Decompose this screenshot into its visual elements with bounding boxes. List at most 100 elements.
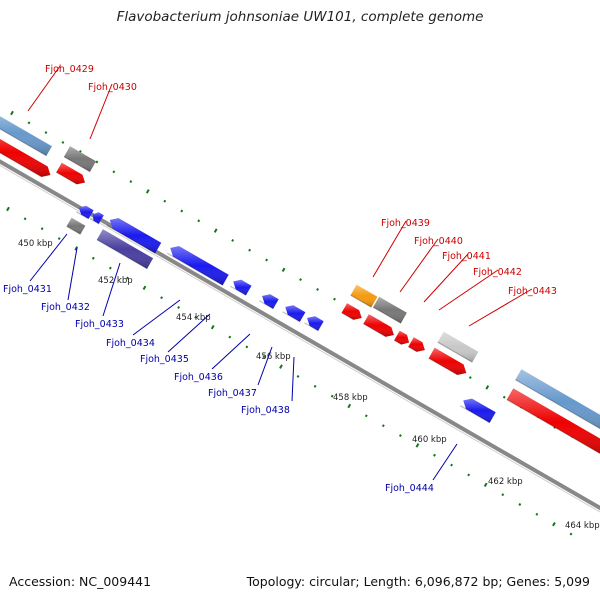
scale-tick-lower [483, 482, 488, 488]
scale-tick-lower [6, 206, 10, 212]
scale-tick-lower [313, 384, 317, 388]
rna-feature-upper-left [0, 116, 52, 157]
gene-block-fjoh-0430 [63, 146, 96, 173]
scale-tick-lower [74, 246, 79, 251]
gene-label-reverse: Fjoh_0431 [3, 284, 52, 295]
scale-tick-upper [163, 199, 167, 203]
gene-block-fjoh-0440 [372, 296, 407, 324]
scale-label: 456 kbp [256, 352, 291, 362]
gene-leader-line [257, 346, 273, 386]
gene-label-reverse: Fjoh_0436 [174, 372, 223, 383]
gene-block-fjoh-0438 [304, 316, 324, 332]
scale-tick-lower [535, 512, 539, 516]
scale-label: 454 kbp [176, 313, 211, 323]
gene-label-reverse: Fjoh_0433 [75, 319, 124, 330]
scale-tick-lower [57, 237, 61, 241]
gene-leader-line [372, 220, 407, 278]
gene-block-fjoh-0431b [89, 212, 104, 225]
gene-label-reverse: Fjoh_0434 [106, 338, 155, 349]
scale-tick-upper [95, 160, 99, 164]
scale-tick-lower [23, 217, 27, 221]
scale-tick-upper [61, 140, 65, 144]
scale-tick-upper [299, 278, 302, 282]
scale-tick-upper [10, 110, 14, 116]
gene-leader-line [438, 269, 499, 311]
genome-backbone [0, 159, 600, 513]
gene-leader-line [167, 313, 211, 353]
gene-block-fjoh-0434 [166, 246, 229, 286]
gene-labels: Fjoh_0429Fjoh_0430Fjoh_0439Fjoh_0440Fjoh… [3, 64, 557, 494]
scale-tick-upper [316, 287, 319, 291]
gene-block-fjoh-0442-cds [428, 347, 467, 376]
scale-tick-lower [398, 434, 402, 438]
scale-tick-lower [330, 394, 334, 398]
scale-tick-lower [569, 532, 573, 536]
gene-leader-line [102, 262, 121, 317]
gene-label-forward: Fjoh_0429 [45, 64, 94, 75]
scale-tick-lower [210, 324, 215, 330]
scale-label: 458 kbp [333, 393, 368, 403]
gene-label-forward: Fjoh_0430 [88, 82, 137, 93]
gene-block-fjoh-0442 [408, 337, 425, 353]
scale-tick-upper [197, 219, 201, 223]
gene-block-fjoh-0439 [350, 284, 378, 308]
gene-label-forward: Fjoh_0443 [508, 286, 557, 297]
scale-tick-upper [231, 238, 235, 242]
gene-block-fjoh-0429 [0, 138, 51, 178]
scale-tick-upper [265, 258, 269, 262]
scale-tick-lower [194, 315, 198, 319]
scale-tick-lower [467, 473, 471, 477]
scale-tick-lower [40, 227, 44, 231]
scale-tick-upper [213, 228, 218, 233]
gene-label-forward: Fjoh_0441 [442, 251, 491, 262]
scale-tick-lower [364, 414, 368, 418]
gene-leader-line [468, 288, 533, 327]
scale-tick-lower [450, 463, 453, 467]
gene-leader-line [67, 247, 78, 301]
scale-tick-lower [245, 345, 249, 349]
scale-label: 462 kbp [488, 477, 523, 487]
scale-tick-upper [129, 180, 133, 184]
scale-tick-lower [552, 521, 556, 527]
gene-block-fjoh-0441 [393, 330, 410, 345]
map-title: Flavobacterium johnsoniae UW101, complet… [116, 9, 484, 25]
scale-label: 460 kbp [412, 435, 447, 445]
gene-block-fjoh-0431 [76, 205, 94, 220]
gene-block-fjoh-0430-cds [55, 162, 85, 185]
gene-label-reverse: Fjoh_0437 [208, 388, 257, 399]
gene-label-forward: Fjoh_0440 [414, 236, 463, 247]
scale-tick-lower [501, 493, 505, 497]
gene-label-reverse: Fjoh_0435 [140, 354, 189, 365]
gene-label-reverse: Fjoh_0444 [385, 483, 434, 494]
scale-tick-lower [296, 374, 300, 378]
gene-block-fjoh-0440-cds [363, 314, 394, 338]
gene-leader-line [89, 83, 113, 140]
scale-tick-upper [180, 209, 184, 213]
gene-features [0, 116, 600, 455]
scale-tick-upper [502, 395, 506, 399]
gene-leader-line [29, 233, 68, 282]
backbone-line [0, 159, 600, 511]
scale-tick-upper [44, 131, 48, 135]
gene-label-forward: Fjoh_0439 [381, 218, 430, 229]
accession-text: Accession: NC_009441 [9, 574, 152, 589]
rna-feature-lower-right [515, 369, 600, 430]
gene-block-fjoh-0432 [66, 217, 86, 235]
scale-tick-upper [333, 297, 336, 301]
gene-block-fjoh-0435 [230, 279, 252, 296]
scale-tick-upper [248, 248, 252, 252]
scale-tick-lower [433, 453, 436, 457]
gene-leader-line [27, 65, 61, 112]
gene-label-reverse: Fjoh_0432 [41, 302, 90, 313]
gene-block-fjoh-0444 [459, 398, 496, 424]
scale-tick-lower [262, 355, 266, 359]
scale-tick-upper [112, 170, 116, 174]
scale-tick-upper [281, 267, 286, 273]
gene-block-fjoh-0433 [106, 218, 162, 254]
scale-tick-lower [228, 335, 232, 339]
cds-feature-lower-right [506, 388, 600, 455]
scale-tick-upper [27, 121, 31, 125]
scale-tick-lower [518, 503, 522, 506]
